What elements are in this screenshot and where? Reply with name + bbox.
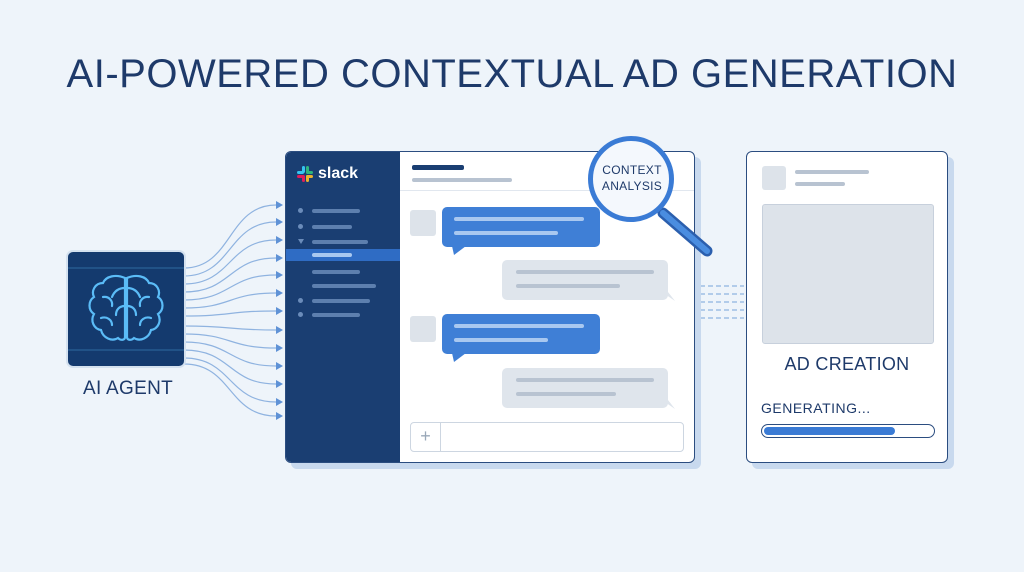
channel-title-placeholder: [412, 165, 464, 170]
sidebar-item[interactable]: [312, 313, 360, 317]
ad-status-text: GENERATING...: [761, 400, 871, 416]
ai-agent-box: [68, 252, 184, 366]
bubble-tail: [452, 246, 466, 255]
ad-creation-title: AD CREATION: [784, 354, 910, 374]
slack-logo: slack: [296, 165, 358, 183]
message-line: [516, 378, 654, 382]
ad-card: AD CREATION GENERATING...: [746, 151, 948, 463]
magnifier-handle: [657, 207, 713, 257]
slack-sidebar: slack: [286, 152, 400, 462]
sidebar-item[interactable]: [312, 225, 352, 229]
bubble-tail: [662, 292, 675, 301]
sidebar-bullet: [298, 208, 303, 213]
bubble-tail: [662, 400, 675, 409]
message-bubble-outgoing: [502, 368, 668, 408]
message-line: [516, 270, 654, 274]
progress-bar: [761, 424, 935, 438]
sidebar-bullet: [298, 298, 303, 303]
sidebar-item[interactable]: [312, 284, 376, 288]
sidebar-section-header[interactable]: [312, 240, 368, 244]
sidebar-item[interactable]: [312, 209, 360, 213]
ad-image-placeholder: [762, 204, 934, 344]
sidebar-item-active-label: [312, 253, 352, 257]
plus-icon[interactable]: +: [411, 423, 441, 451]
message-line: [516, 284, 620, 288]
message-avatar: [410, 316, 436, 342]
ad-header-line: [795, 182, 845, 186]
message-line: [454, 324, 584, 328]
message-line: [454, 338, 548, 342]
message-bubble-outgoing: [502, 260, 668, 300]
message-bubble-incoming: [442, 314, 600, 354]
context-analysis-label: CONTEXT ANALYSIS: [589, 162, 675, 194]
slack-main-panel: +: [400, 152, 694, 462]
sidebar-bullet: [298, 224, 303, 229]
ai-agent-label: AI AGENT: [82, 378, 174, 399]
context-analysis-line2: ANALYSIS: [601, 179, 663, 193]
page-title: AI-POWERED CONTEXTUAL AD GENERATION: [66, 52, 958, 96]
slack-logo-text: slack: [318, 165, 359, 182]
sidebar-item[interactable]: [312, 270, 360, 274]
message-bubble-incoming: [442, 207, 600, 247]
message-line: [454, 217, 584, 221]
magnifier-icon: [588, 136, 674, 222]
ad-header-line: [795, 170, 869, 174]
header-divider: [400, 190, 694, 191]
sidebar-item-active[interactable]: [286, 249, 400, 261]
sidebar-bullet: [298, 312, 303, 317]
context-analysis-line1: CONTEXT: [602, 163, 662, 177]
slack-logo-icon: [297, 166, 313, 182]
message-line: [516, 392, 616, 396]
message-avatar: [410, 210, 436, 236]
message-composer[interactable]: +: [410, 422, 684, 452]
ad-avatar: [762, 166, 786, 190]
message-line: [454, 231, 558, 235]
sidebar-item[interactable]: [312, 299, 370, 303]
progress-bar-fill: [764, 427, 896, 435]
bubble-tail: [452, 353, 466, 362]
chevron-down-icon[interactable]: [298, 239, 304, 244]
brain-icon: [68, 267, 184, 351]
channel-subtitle-placeholder: [412, 178, 512, 182]
